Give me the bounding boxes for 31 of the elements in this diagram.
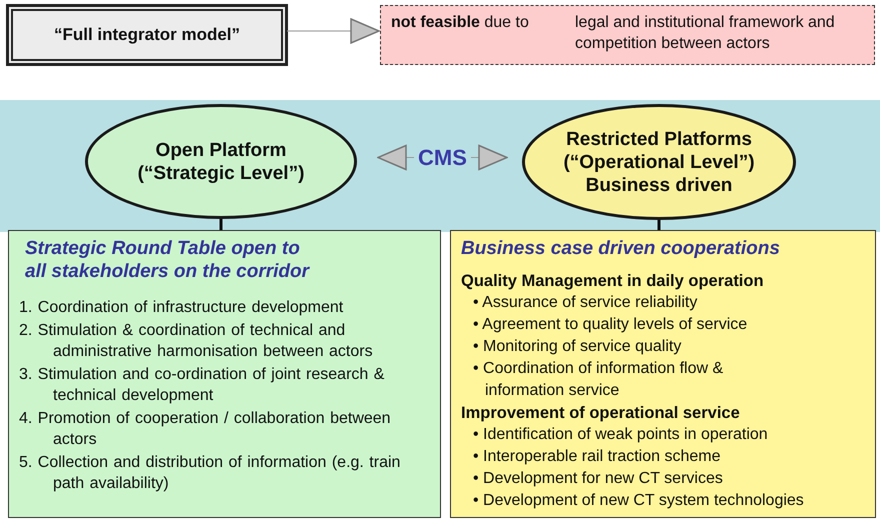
section-heading: Improvement of operational service <box>461 403 741 424</box>
section-heading: Quality Management in daily operation <box>461 271 765 292</box>
list-item: • Development of new CT system technologies <box>472 491 805 511</box>
list-item: • Assurance of service reliability <box>472 293 698 313</box>
reason-text: legal and institutional framework and competition between actors <box>575 13 836 54</box>
panel-heading: Strategic Round Table open to all stakeholders on the corridor <box>24 237 310 283</box>
list-item: 1. Coordination of infrastructure development <box>19 298 344 318</box>
list-item: • Interoperable rail traction scheme <box>472 447 722 467</box>
connector-line <box>220 219 222 230</box>
list-item: • Agreement to quality levels of service <box>472 315 748 335</box>
platform-label: Restricted Platforms (“Operational Level”) Business driven <box>562 128 756 196</box>
note-box <box>380 5 875 65</box>
list-item: • Development for new CT services <box>472 469 724 489</box>
model-label: “Full integrator model” <box>54 25 240 45</box>
band-background <box>0 100 880 232</box>
arrow <box>376 144 508 170</box>
list-panel <box>450 230 876 518</box>
list-item: • Identification of weak points in operation <box>472 425 769 445</box>
list-panel <box>8 230 441 518</box>
list-item: 5. Collection and distribution of information (e.g. train path availability) <box>19 453 402 494</box>
reason-label: not feasible due to <box>391 13 530 33</box>
list-item: • Coordination of information flow & information service <box>472 359 724 401</box>
platform-label: Open Platform (“Strategic Level”) <box>136 138 306 184</box>
model-box <box>7 5 287 65</box>
list-item: 2. Stimulation & coordination of technical and administrative harmonisation between actors <box>19 321 374 362</box>
list-item: • Monitoring of service quality <box>472 337 682 357</box>
panel-heading: Business case driven cooperations <box>461 237 781 260</box>
connector-line <box>658 220 660 230</box>
arrow <box>286 18 380 44</box>
list-item: 3. Stimulation and co-ordination of joint research & technical development <box>19 365 386 406</box>
list-item: 4. Promotion of cooperation / collaboration between actors <box>19 409 392 450</box>
